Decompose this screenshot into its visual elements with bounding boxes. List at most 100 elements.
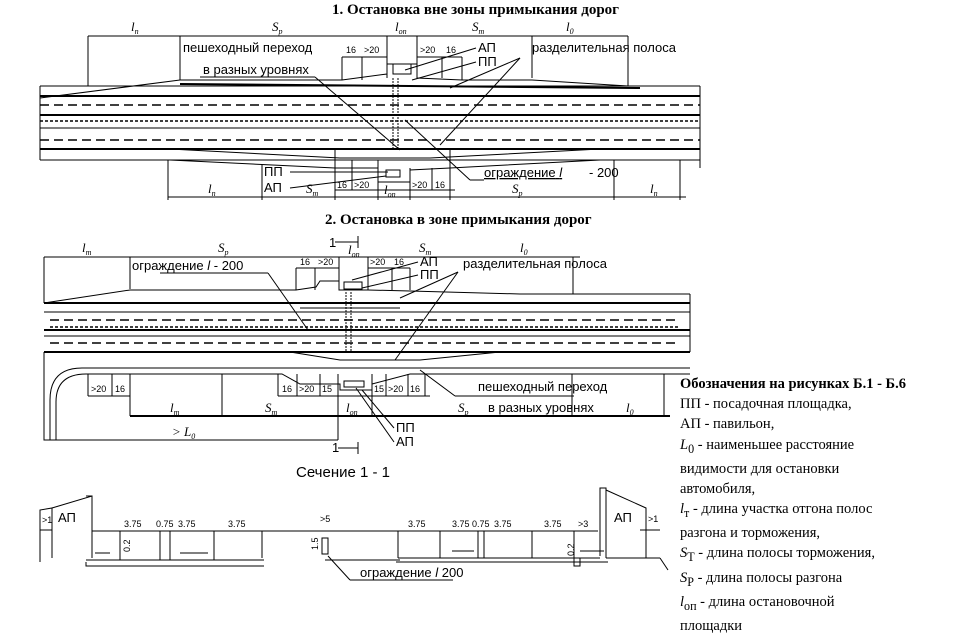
- dim-lop: lоп: [346, 400, 358, 417]
- legend-item: lт - длина участка отгона полос: [680, 501, 873, 520]
- diagram2-road: [44, 294, 691, 361]
- diagram2-top-dimension-line: 1: [43, 235, 580, 303]
- svg-text:- 200: - 200: [589, 165, 619, 180]
- svg-text:ограждение l: ограждение l: [484, 165, 563, 180]
- legend-item: разгона и торможения,: [680, 525, 821, 542]
- median-label: разделительная полоса: [532, 40, 677, 55]
- dim-gt20: >20: [91, 384, 106, 394]
- diagram1-title: 1. Остановка вне зоны примыкания дорог: [332, 2, 619, 18]
- lane-width: 0.75: [156, 519, 174, 529]
- diagram1-top-dim-labels: lп Sр lоп Sт l0: [131, 19, 574, 36]
- dim-l-left: lп: [131, 19, 139, 36]
- section-left-gt1: >1: [42, 515, 52, 525]
- dim-st: Sт: [472, 19, 485, 36]
- diagram1-bus-bay-top: [39, 63, 700, 150]
- dim-16: 16: [435, 180, 445, 190]
- diagram2-title: 2. Остановка в зоне примыкания дорог: [325, 212, 592, 228]
- dim-l0: l0: [566, 19, 574, 36]
- diagram1-bus-bay-bottom: 16 >20 >20 16: [167, 150, 686, 200]
- legend-item: автомобиля,: [680, 480, 756, 497]
- dim-gt20: >20: [370, 257, 385, 267]
- dim-lop: lоп: [395, 19, 407, 36]
- legend-item: SТ - длина полосы торможения,: [680, 545, 875, 565]
- dim-l0: l0: [520, 240, 528, 257]
- dim-gt20: >20: [318, 257, 333, 267]
- dim-gt20: >20: [364, 45, 379, 55]
- legend-heading: Обозначения на рисунках Б.1 - Б.6: [680, 376, 906, 392]
- dim-gt20: >20: [388, 384, 403, 394]
- lane-width: 3.75: [228, 519, 246, 529]
- dim-gt20: >20: [420, 45, 435, 55]
- crossing-label-2a: пешеходный переход: [478, 379, 608, 394]
- dim-15: 15: [322, 384, 332, 394]
- dim-lt: lт: [170, 400, 180, 417]
- lane-width: 3.75: [178, 519, 196, 529]
- diagram2-platform-dims-top: 16 >20 >20 16: [295, 257, 411, 290]
- lane-width: 3.75: [124, 519, 142, 529]
- legend-item: SР - длина полосы разгона: [680, 569, 843, 589]
- section-barrier-label: ограждение l 200: [360, 565, 463, 580]
- section-1-1: АП >1 3.75 0.75 3.75 3.75 0.2 >5 1.5 огр…: [39, 487, 669, 581]
- median-gt5: >5: [320, 514, 330, 524]
- right-gt3: >3: [578, 519, 588, 529]
- dim-gt20: >20: [412, 180, 427, 190]
- section-ap-left: АП: [58, 510, 76, 525]
- lane-width: 3.75: [452, 519, 470, 529]
- lane-width: 3.75: [544, 519, 562, 529]
- curb-height: 0.2: [122, 539, 132, 552]
- dim-st: Sт: [265, 400, 278, 417]
- crossing-label-2: в разных уровнях: [203, 62, 309, 77]
- diagram1-bottom-dim-labels: lп Sт lоп Sр lп: [208, 181, 658, 199]
- pp-label-2: ПП: [420, 267, 439, 282]
- section-ap-right: АП: [614, 510, 632, 525]
- legend-item: площадки: [680, 617, 743, 634]
- dim-sp: Sр: [218, 240, 229, 257]
- diagram1-barrier-label: ограждение l - 200: [404, 119, 619, 181]
- lane-width: 3.75: [494, 519, 512, 529]
- legend-item: L0 - наименьшее расстояние: [680, 436, 855, 456]
- dim-16: 16: [300, 257, 310, 267]
- dim-l0: l0: [626, 400, 634, 417]
- dim-lt: lт: [82, 240, 92, 257]
- diagram2-ramp-junction: 1 >20 16 16 >20 15 15 >20 16: [43, 352, 690, 455]
- diagram1-road: [39, 83, 701, 168]
- barrier-height: 1.5: [310, 537, 320, 550]
- dim-16: 16: [282, 384, 292, 394]
- dim-lop: lоп: [384, 182, 396, 199]
- lane-width: 3.75: [408, 519, 426, 529]
- dim-16: 16: [115, 384, 125, 394]
- dim-lop: lоп: [348, 242, 360, 259]
- dim-gt20: >20: [299, 384, 314, 394]
- pp-label-bottom: ПП: [264, 164, 283, 179]
- ap-label-bottom: АП: [264, 180, 282, 195]
- ap-label-2: АП: [420, 254, 438, 269]
- lane-width: 0.75: [472, 519, 490, 529]
- diagram2-top-dim-labels: lт Sр lоп Sт l0: [82, 240, 528, 259]
- legend-item: lоп - длина остановочной: [680, 593, 835, 613]
- section-mark-1-bottom: 1: [332, 440, 339, 455]
- crossing-label-2b: в разных уровнях: [488, 400, 594, 415]
- dim-l-right: lп: [650, 181, 658, 198]
- legend-item: ПП - посадочная площадка,: [680, 396, 852, 413]
- dim-16: 16: [394, 257, 404, 267]
- dim-gt-l0: > L0: [172, 424, 195, 441]
- dim-16: 16: [337, 180, 347, 190]
- section-right-gt1: >1: [648, 514, 658, 524]
- dim-16: 16: [410, 384, 420, 394]
- barrier-label-top: ограждение l - 200: [132, 258, 243, 273]
- section-title: Сечение 1 - 1: [296, 464, 390, 481]
- ap-label-2b: АП: [396, 434, 414, 449]
- pp-label: ПП: [478, 54, 497, 69]
- crossing-label: пешеходный переход: [183, 40, 313, 55]
- dim-sp: Sр: [458, 400, 469, 417]
- diagram1-platform-dims-top: 16 >20 >20 16: [341, 45, 463, 80]
- pp-label-2b: ПП: [396, 420, 415, 435]
- section-mark-1: 1: [329, 235, 336, 250]
- diagram2-bus-bay-top: [43, 280, 690, 352]
- dim-15: 15: [374, 384, 384, 394]
- legend-item: АП - павильон,: [680, 416, 775, 433]
- dim-gt20: >20: [354, 180, 369, 190]
- legend-item: видимости для остановки: [680, 460, 840, 477]
- legend: Обозначения на рисунках Б.1 - Б.6 ПП - п…: [680, 374, 965, 636]
